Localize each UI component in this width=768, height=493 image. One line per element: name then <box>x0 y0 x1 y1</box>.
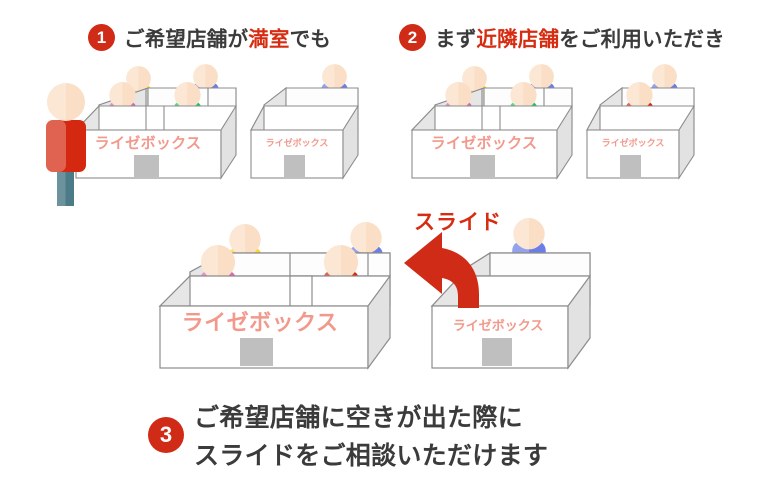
scene-3-big-store-logo: ライゼボックス <box>182 310 339 335</box>
slide-label: スライド <box>414 211 502 234</box>
step-2-text-after: をご利用いただき <box>559 28 725 51</box>
scene-2-big-store-logo: ライゼボックス <box>431 134 538 152</box>
scene-2-small-store-logo: ライゼボックス <box>602 137 665 148</box>
scene-1-illustration: ライゼボックス ライゼボックス <box>46 64 359 206</box>
step-3-caption-lines: ご希望店舗に空きが出た際に スライドをご相談いただけます <box>194 398 548 472</box>
step-1-text-after: でも <box>289 28 332 51</box>
store-shutter <box>284 155 305 177</box>
scene-1-big-store: ライゼボックス <box>74 64 237 180</box>
scene-3-small-store-logo: ライゼボックス <box>453 318 544 333</box>
scene-2-illustration: ライゼボックス ライゼボックス <box>410 64 695 180</box>
store-shutter <box>470 155 495 177</box>
step-3-caption-line-1: ご希望店舗に空きが出た際に <box>194 404 523 432</box>
scene-2-big-store: ライゼボックス <box>410 64 573 180</box>
step-1-text-before: ご希望店舗が <box>124 28 249 51</box>
step-2-heading-text: まず近隣店舗をご利用いただき <box>435 22 725 52</box>
store-shutter <box>240 338 273 366</box>
step-2-heading: 2 まず近隣店舗をご利用いただき <box>399 22 725 52</box>
scene-2-small-store: ライゼボックス <box>586 64 695 180</box>
scene-3-big-store: ライゼボックス <box>158 222 391 370</box>
step-2-text-before: まず <box>435 28 477 51</box>
scene-1-small-store: ライゼボックス <box>250 64 359 180</box>
step-3-badge: 3 <box>148 417 184 453</box>
scene-1-small-store-logo: ライゼボックス <box>266 137 329 148</box>
step-2-text-highlight: 近隣店舗 <box>476 28 560 51</box>
step-1-badge: 1 <box>88 23 115 51</box>
scene-3-illustration: ライゼボックス ライゼボックス <box>158 218 591 370</box>
store-shutter <box>482 338 512 366</box>
step-2-badge: 2 <box>399 23 426 51</box>
step-1-heading: 1 ご希望店舗が満室でも <box>88 22 331 52</box>
scene-1-waiting-customer <box>46 83 86 206</box>
store-shutter <box>620 155 641 177</box>
store-shutter <box>134 155 159 177</box>
step-3-caption-line-2: スライドをご相談いただけます <box>194 442 549 470</box>
scene-3-small-store: ライゼボックス <box>430 218 591 370</box>
step-3-caption: 3 ご希望店舗に空きが出た際に スライドをご相談いただけます <box>148 398 548 472</box>
slide-arrow-icon <box>404 232 479 308</box>
step-1-text-highlight: 満室 <box>248 28 290 51</box>
step-1-heading-text: ご希望店舗が満室でも <box>124 22 331 52</box>
scene-1-big-store-logo: ライゼボックス <box>95 134 202 152</box>
